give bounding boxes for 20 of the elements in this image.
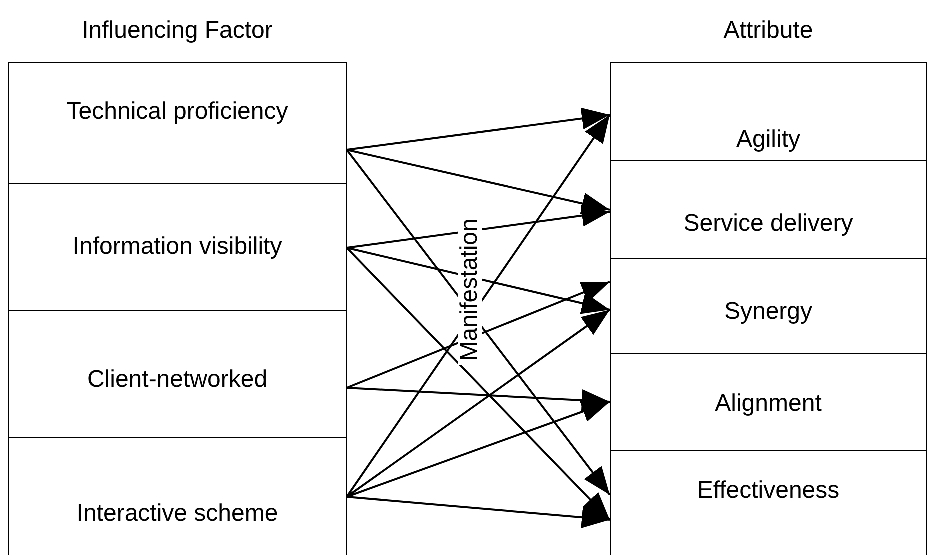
arrow (346, 149, 610, 214)
row-label: Client-networked (87, 365, 268, 395)
arrow (346, 401, 610, 498)
arrow (346, 204, 610, 249)
row-label: Alignment (715, 389, 822, 419)
arrow (346, 387, 610, 412)
row-label: Technical proficiency (66, 97, 288, 127)
row-label: Agility (736, 125, 801, 155)
arrow (346, 281, 610, 389)
column-heading: Influencing Factor (81, 16, 274, 46)
row-label: Service delivery (684, 209, 854, 239)
row-label: Synergy (724, 297, 813, 327)
row-label: Information visibility (72, 232, 282, 262)
arrow (346, 247, 610, 314)
row-label: Effectiveness (697, 476, 840, 506)
arrow (346, 247, 611, 521)
arrow (346, 496, 610, 529)
row-label: Interactive scheme (76, 499, 278, 529)
column-heading: Attribute (722, 16, 814, 46)
arrow (346, 108, 610, 151)
